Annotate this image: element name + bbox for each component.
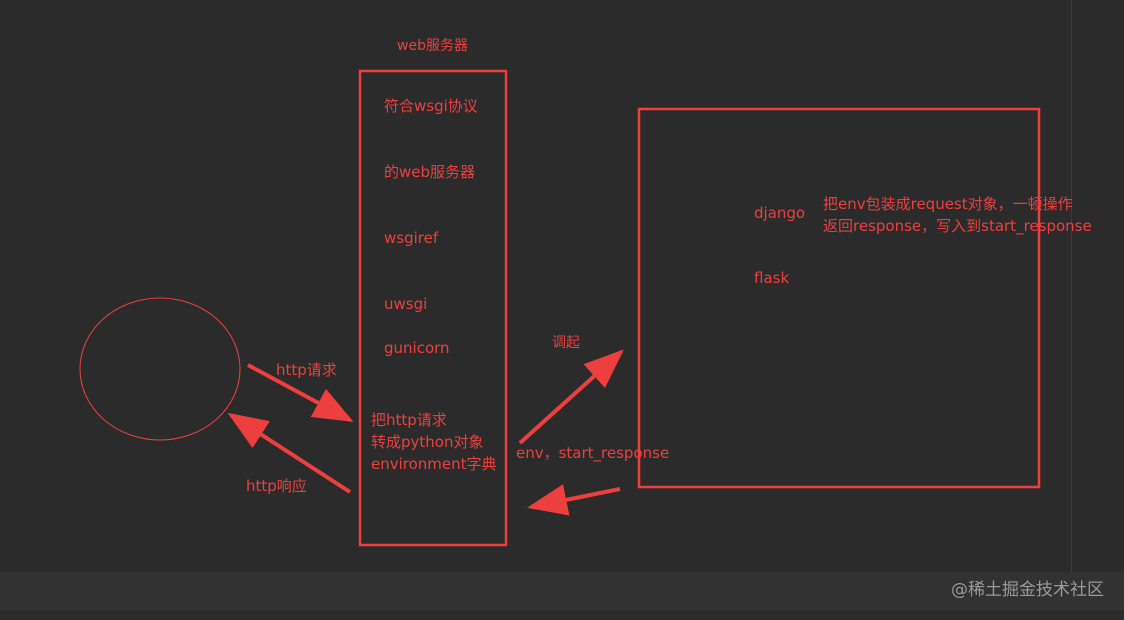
client-circle xyxy=(79,297,241,441)
watermark: @稀土掘金技术社区 xyxy=(951,580,1104,600)
env-start-response-label: env，start_response xyxy=(516,444,670,462)
invoke-arrow xyxy=(518,349,624,445)
convert-line-3: environment字典 xyxy=(371,455,497,473)
http-response-label: http响应 xyxy=(246,477,307,495)
http-response-arrow xyxy=(227,412,352,494)
convert-line-1: 把http请求 xyxy=(371,411,447,429)
convert-line-2: 转成python对象 xyxy=(371,433,484,451)
django-note-line-2: 返回response，写入到start_response xyxy=(823,217,1092,235)
http-request-arrow xyxy=(247,363,354,422)
server-item-web-server: 的web服务器 xyxy=(384,163,476,181)
server-item-wsgi-protocol: 符合wsgi协议 xyxy=(384,97,478,115)
web-server-box xyxy=(358,69,508,547)
framework-box xyxy=(637,107,1041,489)
return-arrow xyxy=(527,484,621,516)
http-request-label: http请求 xyxy=(276,361,337,379)
server-item-uwsgi: uwsgi xyxy=(384,295,428,313)
bottom-bar xyxy=(0,572,1124,610)
django-note-line-1: 把env包装成request对象，一顿操作 xyxy=(823,195,1073,213)
web-server-title: web服务器 xyxy=(397,38,468,54)
framework-flask: flask xyxy=(754,269,790,287)
server-item-gunicorn: gunicorn xyxy=(384,339,450,357)
invoke-label: 调起 xyxy=(552,335,580,351)
editor-divider xyxy=(1071,0,1072,572)
framework-django: django xyxy=(754,204,806,222)
server-item-wsgiref: wsgiref xyxy=(384,229,439,247)
